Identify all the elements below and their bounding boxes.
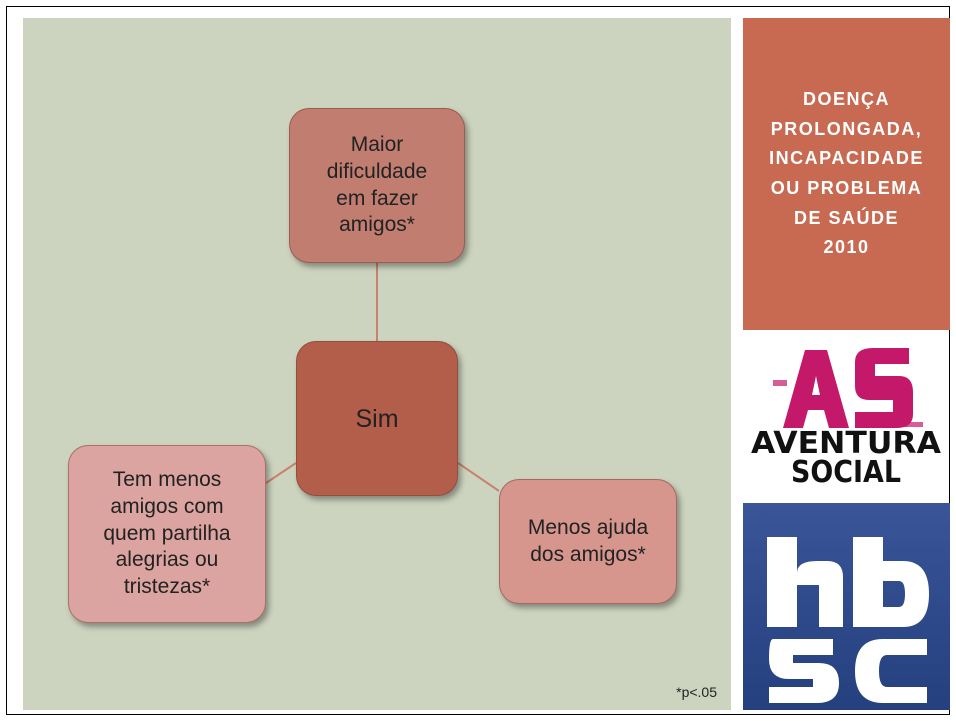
logo-as-word-2: SOCIAL xyxy=(791,455,901,490)
node-harder-making-friends: Maior dificuldade em fazer amigos* xyxy=(289,108,465,263)
hbsc-logo xyxy=(743,503,950,710)
slide-title-box: DOENÇA PROLONGADA, INCAPACIDADE OU PROBL… xyxy=(743,18,950,330)
node-top-label: Maior dificuldade em fazer amigos* xyxy=(326,132,428,237)
node-left-label: Tem menos amigos com quem partilha alegr… xyxy=(103,467,231,599)
node-less-help-friends: Menos ajuda dos amigos* xyxy=(499,479,677,604)
diagram-connectors xyxy=(265,263,500,492)
node-center-label: Sim xyxy=(355,404,399,433)
logo-as-word-1: AVENTURA xyxy=(751,426,942,461)
significance-footnote: *p<.05 xyxy=(676,684,717,700)
aventura-social-logo: AVENTURA SOCIAL xyxy=(751,348,942,490)
diagram-panel: Maior dificuldade em fazer amigos* Sim T… xyxy=(23,18,731,710)
node-right-label: Menos ajuda dos amigos* xyxy=(527,515,649,566)
slide-title: DOENÇA PROLONGADA, INCAPACIDADE OU PROBL… xyxy=(769,88,924,258)
connector-left xyxy=(265,462,297,484)
node-fewer-friends-sharing: Tem menos amigos com quem partilha alegr… xyxy=(68,445,266,623)
connector-right xyxy=(457,462,500,492)
node-center-sim: Sim xyxy=(296,341,458,496)
